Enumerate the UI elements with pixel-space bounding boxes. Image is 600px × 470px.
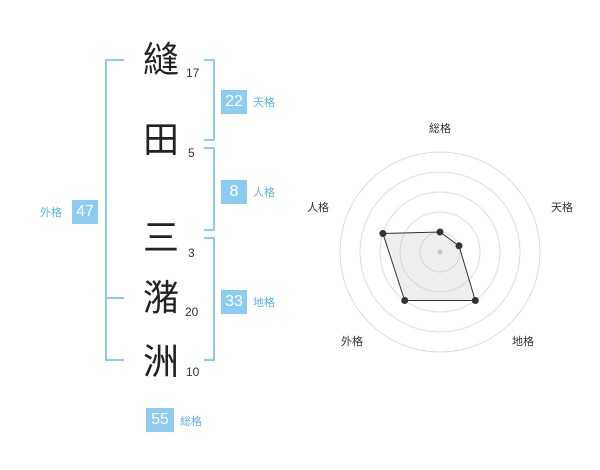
stroke-count-1: 17 xyxy=(186,66,200,80)
name-char-2: 田 xyxy=(142,120,179,161)
tenkaku-value: 22 xyxy=(221,90,247,114)
radar-axis-label-jinkaku: 人格 xyxy=(307,201,329,214)
radar-axis-label-soukaku: 総格 xyxy=(429,122,451,135)
gaikaku-bracket xyxy=(105,59,124,361)
radar-point-1 xyxy=(436,228,444,236)
jinkaku-value: 8 xyxy=(221,180,247,204)
gaikaku-label: 外格 xyxy=(40,206,62,219)
radar-center xyxy=(437,249,443,255)
radar-axis-label-tenkaku: 天格 xyxy=(551,201,573,214)
radar-point-3 xyxy=(471,297,479,304)
tenkaku-label: 天格 xyxy=(253,96,275,109)
name-char-1: 縫 xyxy=(142,40,179,81)
radar-ring-4 xyxy=(359,171,521,333)
chikaku-bracket xyxy=(204,237,215,361)
jinkaku-bracket xyxy=(204,147,215,231)
radar-ring-2 xyxy=(399,211,481,293)
name-char-4: 潴 xyxy=(142,278,179,319)
soukaku-value: 55 xyxy=(146,408,174,432)
name-char-5: 洲 xyxy=(142,342,179,383)
soukaku-label: 総格 xyxy=(180,415,202,428)
stroke-count-3: 3 xyxy=(188,246,195,260)
tenkaku-bracket xyxy=(204,59,215,141)
stroke-count-4: 20 xyxy=(185,305,199,319)
radar-point-4 xyxy=(401,297,409,304)
name-char-3: 三 xyxy=(142,218,179,259)
stroke-count-5: 10 xyxy=(186,365,200,379)
gaikaku-value: 47 xyxy=(72,200,98,224)
chikaku-value: 33 xyxy=(221,290,247,314)
radar-ring-5 xyxy=(339,151,541,353)
radar-point-5 xyxy=(379,230,387,237)
jinkaku-label: 人格 xyxy=(253,186,275,199)
radar-point-2 xyxy=(455,242,463,250)
stroke-count-2: 5 xyxy=(188,146,195,160)
radar-ring-3 xyxy=(379,191,501,313)
chikaku-label: 地格 xyxy=(253,296,275,309)
radar-axis-label-chikaku: 地格 xyxy=(512,335,534,348)
radar-series-polygon xyxy=(382,231,476,301)
radar-axis-label-gaikaku: 外格 xyxy=(341,335,363,348)
